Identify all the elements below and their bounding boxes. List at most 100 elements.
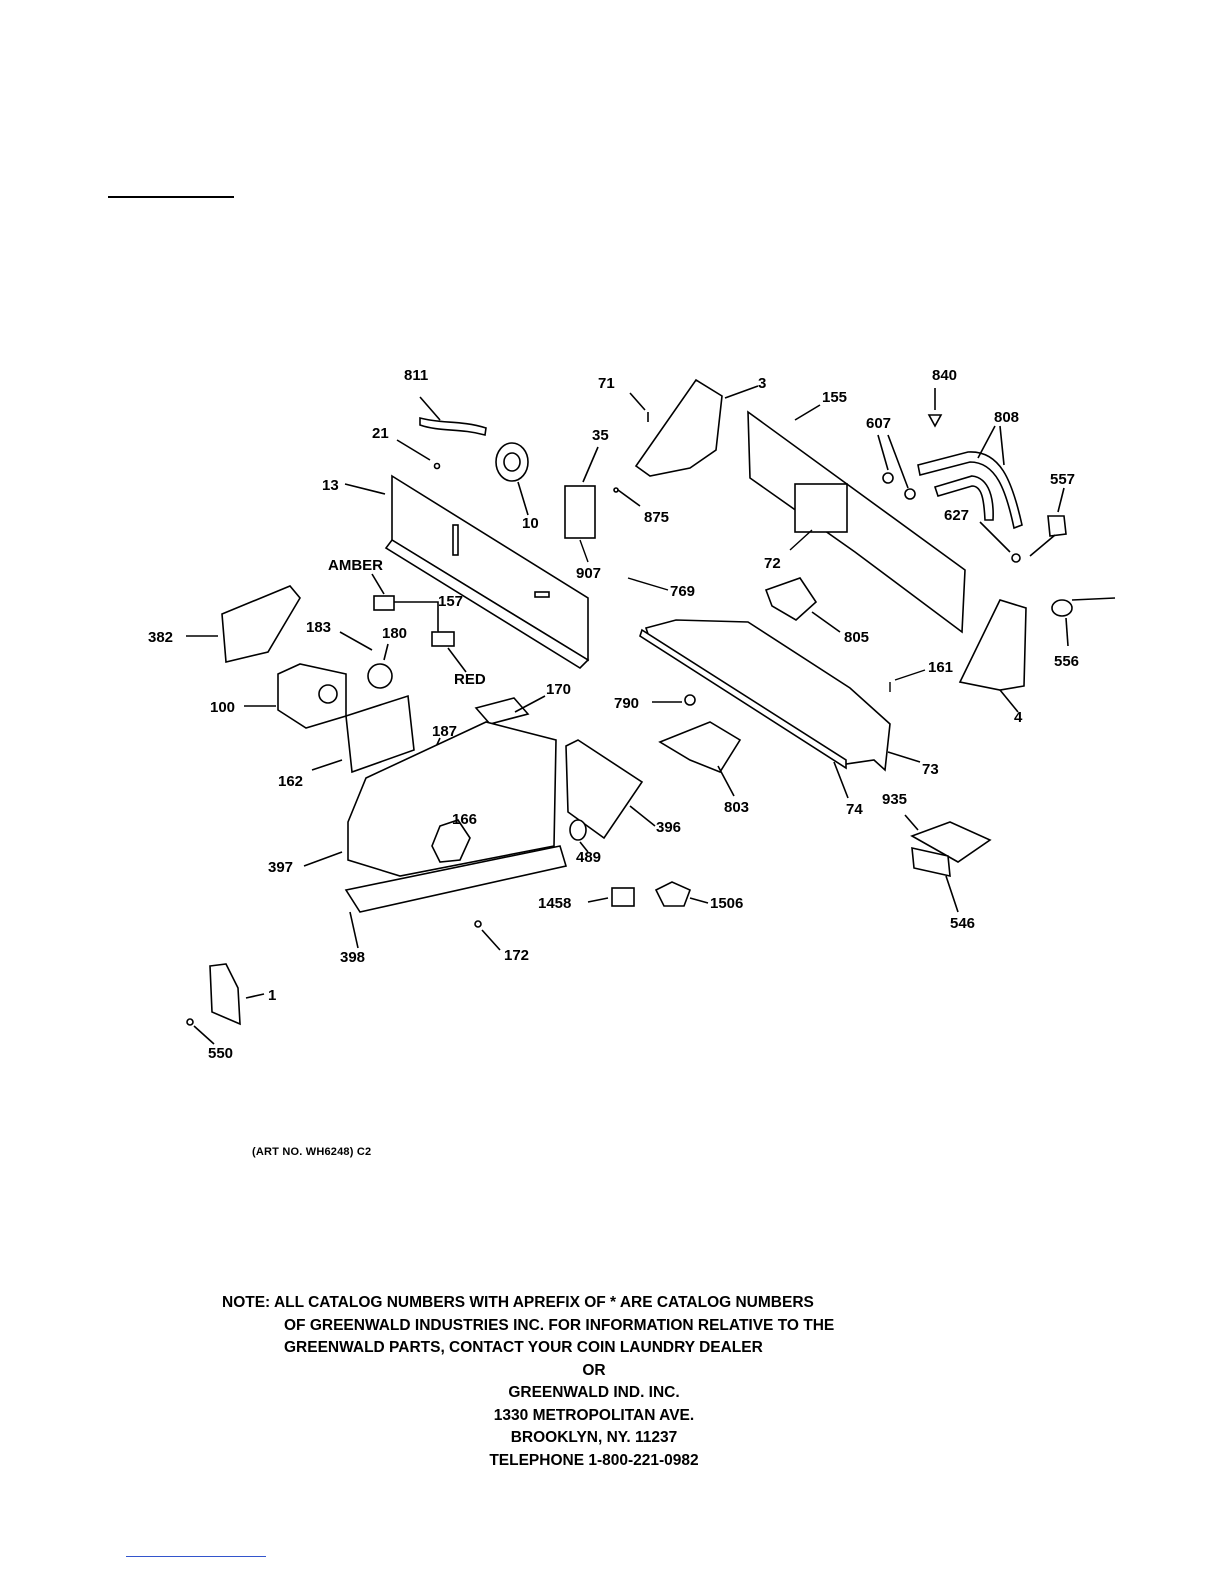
part-21-screw xyxy=(396,439,441,470)
label-489: 489 xyxy=(576,849,601,866)
note-line-8: TELEPHONE 1-800-221-0982 xyxy=(489,1451,699,1469)
note-line-1: NOTE: ALL CATALOG NUMBERS WITH APREFIX O… xyxy=(222,1294,814,1311)
label-73: 73 xyxy=(922,761,939,778)
label-1506: 1506 xyxy=(710,895,743,912)
part-546-block xyxy=(911,846,959,913)
part-72-lead xyxy=(789,529,813,551)
part-71-screw xyxy=(629,392,649,422)
part-1458-clip xyxy=(587,887,635,907)
label-161: 161 xyxy=(928,659,953,676)
label-907: 907 xyxy=(576,565,601,582)
label-397: 397 xyxy=(268,859,293,876)
label-162: 162 xyxy=(278,773,303,790)
label-1458: 1458 xyxy=(538,895,571,912)
note-line-5: GREENWALD IND. INC. xyxy=(508,1384,680,1401)
label-875: 875 xyxy=(644,509,669,526)
label-627: 627 xyxy=(944,507,969,524)
label-72: 72 xyxy=(764,555,781,572)
part-805-valve xyxy=(764,577,841,633)
bottom-rule xyxy=(126,1556,266,1557)
label-546: 546 xyxy=(950,915,975,932)
label-550: 550 xyxy=(208,1045,233,1062)
label-180: 180 xyxy=(382,625,407,642)
part-155-back-panel xyxy=(747,404,966,634)
part-803-bracket xyxy=(658,721,742,797)
label-398: 398 xyxy=(340,949,365,966)
label-811: 811 xyxy=(404,367,428,384)
part-382-board xyxy=(186,585,301,663)
note-line-2: OF GREENWALD INDUSTRIES INC. FOR INFORMA… xyxy=(284,1316,835,1334)
part-3-endcap xyxy=(634,378,759,477)
part-607-nuts xyxy=(877,434,916,500)
part-811-hose xyxy=(419,396,487,437)
part-935-harness xyxy=(904,814,992,863)
part-13-panel xyxy=(344,474,590,670)
label-157: 157 xyxy=(438,593,463,610)
note-line-6: 1330 METROPOLITAN AVE. xyxy=(493,1406,695,1424)
note-line-7: BROOKLYN, NY. 11237 xyxy=(510,1429,678,1446)
part-840-knob xyxy=(927,388,943,428)
exploded-parts-diagram: 811 71 3 155 840 21 35 607 808 13 557 87… xyxy=(148,367,1116,1062)
part-396-cover xyxy=(565,739,656,840)
label-13: 13 xyxy=(322,477,339,494)
label-1: 1 xyxy=(268,987,276,1004)
label-74: 74 xyxy=(846,801,863,818)
part-907-lead xyxy=(579,539,589,563)
label-183: 183 xyxy=(306,619,331,636)
part-1-label xyxy=(209,963,265,1026)
part-161-lead xyxy=(889,669,926,692)
label-21: 21 xyxy=(372,425,389,442)
part-397-box xyxy=(303,721,557,877)
label-607: 607 xyxy=(866,415,891,432)
greenwald-note: NOTE: ALL CATALOG NUMBERS WITH APREFIX O… xyxy=(200,1292,990,1472)
part-556-sensor xyxy=(1051,597,1116,647)
label-840: 840 xyxy=(932,367,957,384)
part-769-lead xyxy=(627,577,669,591)
label-166: 166 xyxy=(452,811,477,828)
art-number: (ART NO. WH6248) C2 xyxy=(252,1146,372,1158)
label-935: 935 xyxy=(882,791,907,808)
label-805: 805 xyxy=(844,629,869,646)
label-808: 808 xyxy=(994,409,1019,426)
label-amber: AMBER xyxy=(328,557,383,574)
part-157-lights xyxy=(371,573,467,673)
part-180-knob xyxy=(339,631,393,689)
label-803: 803 xyxy=(724,799,749,816)
label-71: 71 xyxy=(598,375,615,392)
part-627-fitting xyxy=(979,521,1021,563)
part-489-grommet xyxy=(569,819,589,853)
top-rule xyxy=(108,196,234,198)
part-398-base xyxy=(344,845,568,949)
part-170-plate xyxy=(474,695,546,725)
part-557-clip xyxy=(1029,487,1067,557)
label-3: 3 xyxy=(758,375,766,392)
part-4-bracket xyxy=(958,599,1027,713)
label-100: 100 xyxy=(210,699,235,716)
label-35: 35 xyxy=(592,427,609,444)
part-808-hoses xyxy=(917,425,1023,530)
label-10: 10 xyxy=(522,515,539,532)
label-4: 4 xyxy=(1014,709,1023,726)
label-382: 382 xyxy=(148,629,173,646)
label-172: 172 xyxy=(504,947,529,964)
label-556: 556 xyxy=(1054,653,1079,670)
label-187: 187 xyxy=(432,723,457,740)
part-550-screw xyxy=(186,1018,215,1045)
part-74-bar xyxy=(639,628,849,799)
label-557: 557 xyxy=(1050,471,1075,488)
part-790-nut xyxy=(652,694,696,706)
part-172-screw xyxy=(474,920,501,951)
label-790: 790 xyxy=(614,695,639,712)
part-1506-clip xyxy=(654,881,709,907)
label-red: RED xyxy=(454,671,486,688)
label-396: 396 xyxy=(656,819,681,836)
part-875-screw xyxy=(613,487,641,507)
label-170: 170 xyxy=(546,681,571,698)
note-line-3: GREENWALD PARTS, CONTACT YOUR COIN LAUND… xyxy=(284,1339,763,1356)
note-line-4: OR xyxy=(582,1361,606,1379)
part-10-switch xyxy=(495,442,529,516)
part-100-timer xyxy=(244,663,347,729)
label-769: 769 xyxy=(670,583,695,600)
part-35-valve xyxy=(564,446,599,539)
